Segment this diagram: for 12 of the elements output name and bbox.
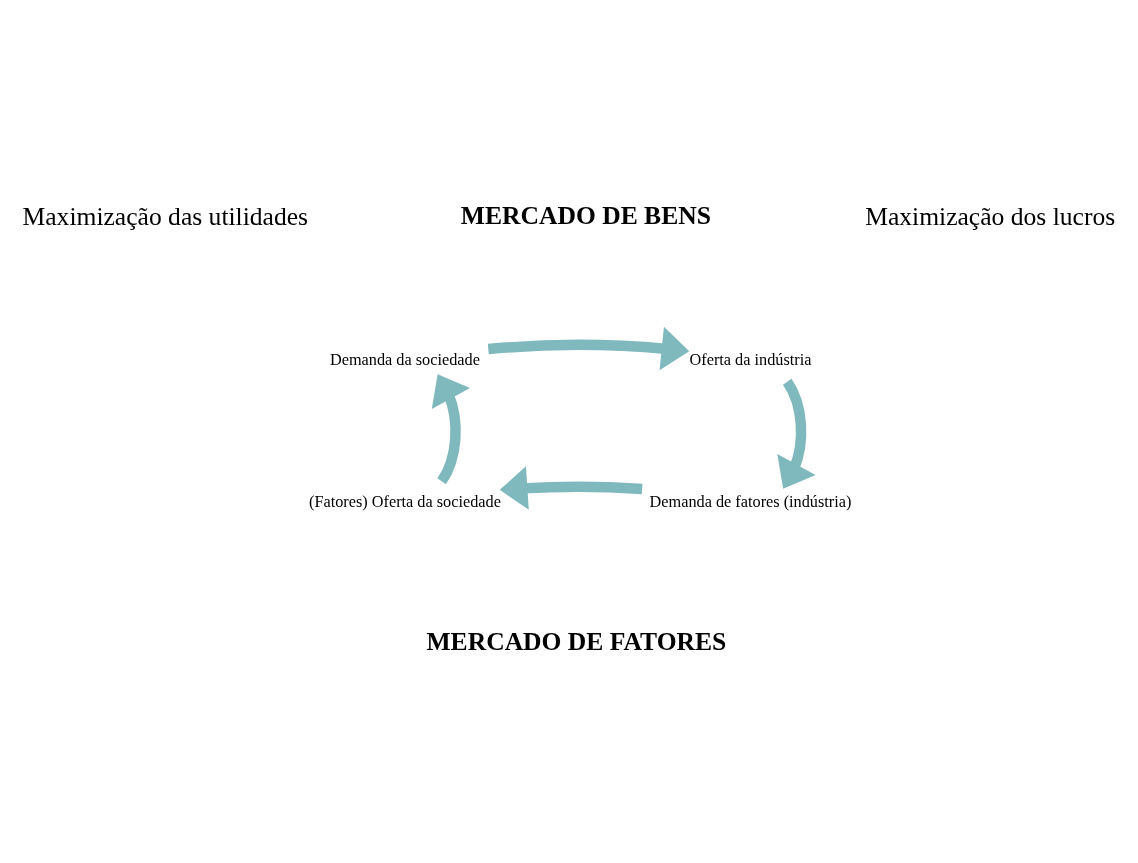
arrow (499, 466, 643, 510)
arrow (487, 326, 690, 371)
node-text: (Fatores) Oferta da sociedade (308, 491, 501, 511)
arrow (777, 378, 816, 489)
node-text: Demanda de fatores (indústria) (649, 491, 852, 511)
label: Maximização dos lucros (865, 202, 1116, 232)
label: Maximização das utilidades (22, 202, 309, 232)
node-text: Demanda da sociedade (329, 349, 480, 369)
label: MERCADO DE FATORES (426, 626, 727, 656)
arrow (431, 374, 471, 485)
label: MERCADO DE BENS (460, 200, 711, 230)
node-text: Oferta da indústria (689, 349, 812, 369)
